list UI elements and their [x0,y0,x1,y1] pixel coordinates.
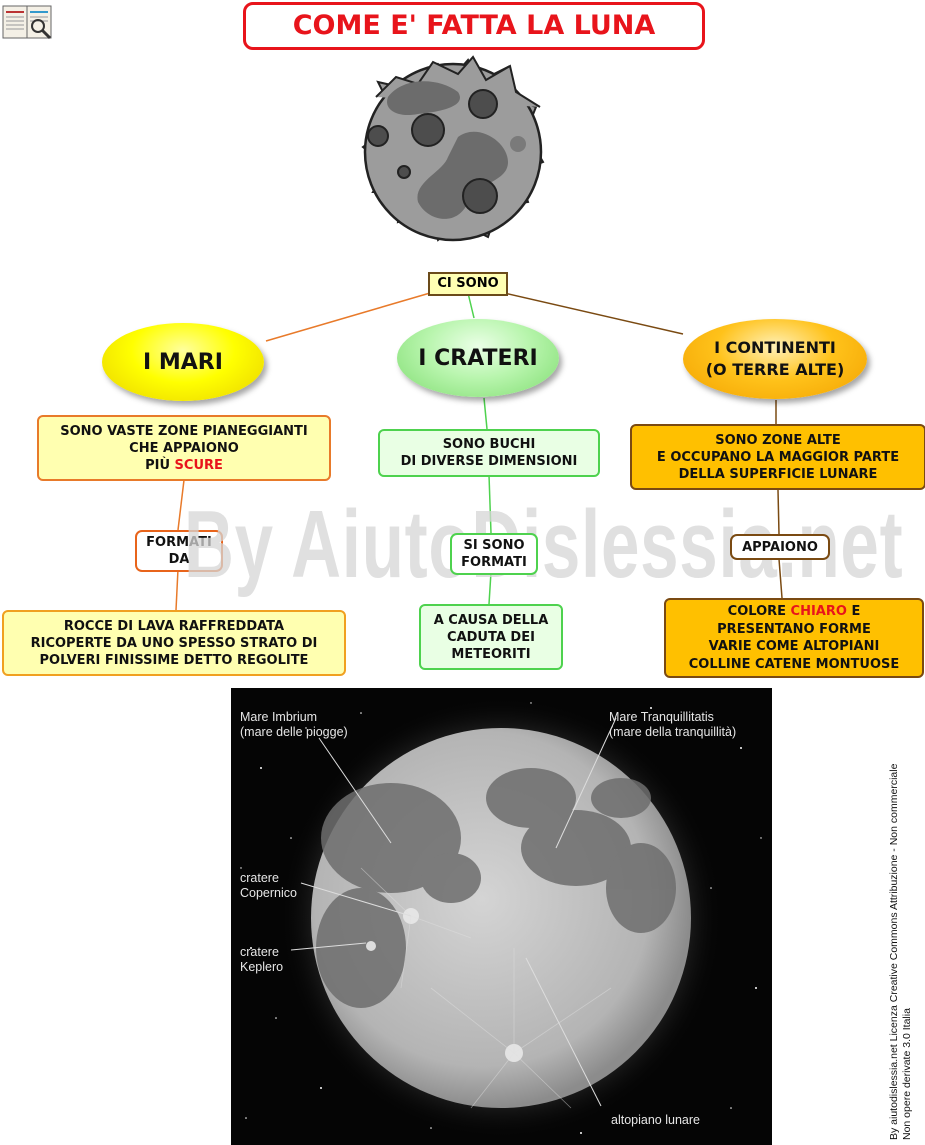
credits: By aiutodislessia.net Licenza Creative C… [888,740,914,1140]
crateri-link: SI SONO FORMATI [450,533,538,575]
node-continenti: I CONTINENTI (O TERRE ALTE) [683,319,867,399]
continenti-detail: COLORE CHIARO E PRESENTANO FORME VARIE C… [664,598,924,678]
label-line: Copernico [240,886,297,900]
mari-detail-line: RICOPERTE DA UNO SPESSO STRATO DI [30,635,318,651]
label-line: Mare Imbrium [240,710,318,724]
root-node: CI SONO [428,272,508,296]
crateri-link-line: FORMATI [461,555,527,570]
label-mare-tranquillitatis: Mare Tranquillitatis (mare della tranqui… [609,710,736,740]
continenti-detail-highlight: CHIARO [790,604,847,619]
moon-illustration [358,52,548,244]
continenti-detail-line: VARIE COME ALTOPIANI [708,639,880,654]
label-altopiano: altopiano lunare [611,1113,700,1127]
crateri-description-line: SONO BUCHI [442,437,536,452]
moon-photo-image [231,688,772,1145]
connector-lines [175,292,783,611]
label-line: (mare delle piogge) [240,725,348,739]
continenti-detail-suffix: E [846,604,861,619]
mari-description-line: CHE APPAIONO [129,440,239,456]
label-mare-imbrium: Mare Imbrium (mare delle piogge) [240,710,348,740]
crateri-detail-line: A CAUSA DELLA [433,612,549,628]
label-copernico: cratere Copernico [240,871,297,901]
continenti-description: SONO ZONE ALTE E OCCUPANO LA MAGGIOR PAR… [630,424,925,490]
node-mari: I MARI [102,323,264,401]
mari-desc-prefix: PIÙ [145,457,175,473]
continenti-detail-line: COLLINE CATENE MONTUOSE [688,656,900,672]
credits-line: By aiutodislessia.net Licenza Creative C… [888,763,900,1140]
mari-detail: ROCCE DI LAVA RAFFREDDATA RICOPERTE DA U… [2,610,346,676]
mari-link-line: DA [168,552,190,567]
moon-photo: Mare Imbrium (mare delle piogge) Mare Tr… [231,688,772,1145]
continenti-link: APPAIONO [730,534,830,560]
label-line: cratere [240,945,279,959]
mari-description: SONO VASTE ZONE PIANEGGIANTI CHE APPAION… [37,415,331,481]
mari-detail-line: ROCCE DI LAVA RAFFREDDATA [63,618,285,634]
mari-description-line: PIÙ SCURE [60,457,308,474]
mari-detail-line: POLVERI FINISSIME DETTO REGOLITE [39,652,309,668]
credits-line: Non opere derivate 3.0 Italia [901,1008,913,1140]
node-continenti-line: I CONTINENTI [714,338,836,357]
continenti-description-line: DELLA SUPERFICIE LUNARE [678,466,878,482]
mari-desc-highlight: SCURE [174,457,223,473]
page-title: COME E' FATTA LA LUNA [243,2,705,50]
label-line: cratere [240,871,279,885]
crateri-detail: A CAUSA DELLA CADUTA DEI METEORITI [419,604,563,670]
continenti-detail-line: PRESENTANO FORME [717,621,871,637]
label-line: Mare Tranquillitatis [609,710,714,724]
node-continenti-line: (O TERRE ALTE) [705,360,845,379]
label-keplero: cratere Keplero [240,945,283,975]
continenti-detail-prefix: COLORE [727,604,791,619]
label-line: (mare della tranquillità) [609,725,737,739]
mari-link-line: FORMATI [146,535,212,550]
label-line: Keplero [240,960,284,974]
continenti-detail-line: COLORE CHIARO E [689,603,900,621]
mari-link: FORMATI DA [135,530,223,572]
continenti-description-line: SONO ZONE ALTE [715,432,841,448]
crateri-description-line: DI DIVERSE DIMENSIONI [400,454,578,469]
continenti-description-line: E OCCUPANO LA MAGGIOR PARTE [656,449,900,465]
mari-description-line: SONO VASTE ZONE PIANEGGIANTI [60,423,308,439]
crateri-detail-line: METEORITI [451,646,531,662]
book-icon [2,2,56,42]
node-crateri: I CRATERI [397,319,559,397]
crateri-detail-line: CADUTA DEI [447,629,535,645]
crateri-link-line: SI SONO [463,538,525,553]
crateri-description: SONO BUCHI DI DIVERSE DIMENSIONI [378,429,600,477]
